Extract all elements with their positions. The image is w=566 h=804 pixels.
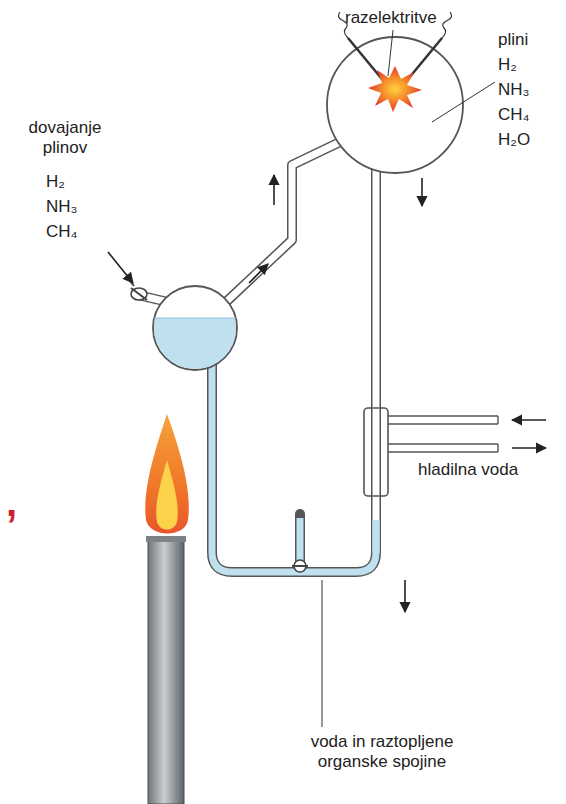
bunsen-burner xyxy=(148,538,184,804)
leader-line xyxy=(322,30,495,727)
stray-mark: , xyxy=(6,478,17,526)
gas-formula: CH₄ xyxy=(498,105,530,125)
glass-tube-wall xyxy=(142,142,376,572)
water-level xyxy=(154,318,236,319)
cooling-water-label: hladilna voda xyxy=(418,460,518,480)
boiling-flask xyxy=(153,286,237,370)
water-label: voda in raztopljene organske spojine xyxy=(282,732,482,773)
gas-formula: NH₃ xyxy=(498,80,529,100)
gas-inlet-stopcock xyxy=(130,281,147,300)
condenser xyxy=(364,408,498,496)
gas-formula: H₂O xyxy=(498,130,530,150)
gas-heading: plini xyxy=(498,30,528,50)
gas-inlet-label: dovajanje plinov xyxy=(10,118,120,159)
gas-formula: CH₄ xyxy=(46,222,78,242)
water-in-tube xyxy=(212,362,376,572)
gas-formula: H₂ xyxy=(498,55,517,75)
sample-stopcock xyxy=(292,560,308,572)
flask-water xyxy=(154,318,236,369)
electric-spark xyxy=(368,66,422,112)
glass-tube-inner xyxy=(142,142,376,552)
gas-formula: H₂ xyxy=(46,172,65,192)
reaction-flask xyxy=(327,37,463,173)
burner-rim xyxy=(146,536,186,542)
spark-label: razelektritve xyxy=(345,8,437,28)
gas-formula: NH₃ xyxy=(46,197,77,217)
flame-core xyxy=(156,460,178,530)
flame xyxy=(145,414,189,534)
